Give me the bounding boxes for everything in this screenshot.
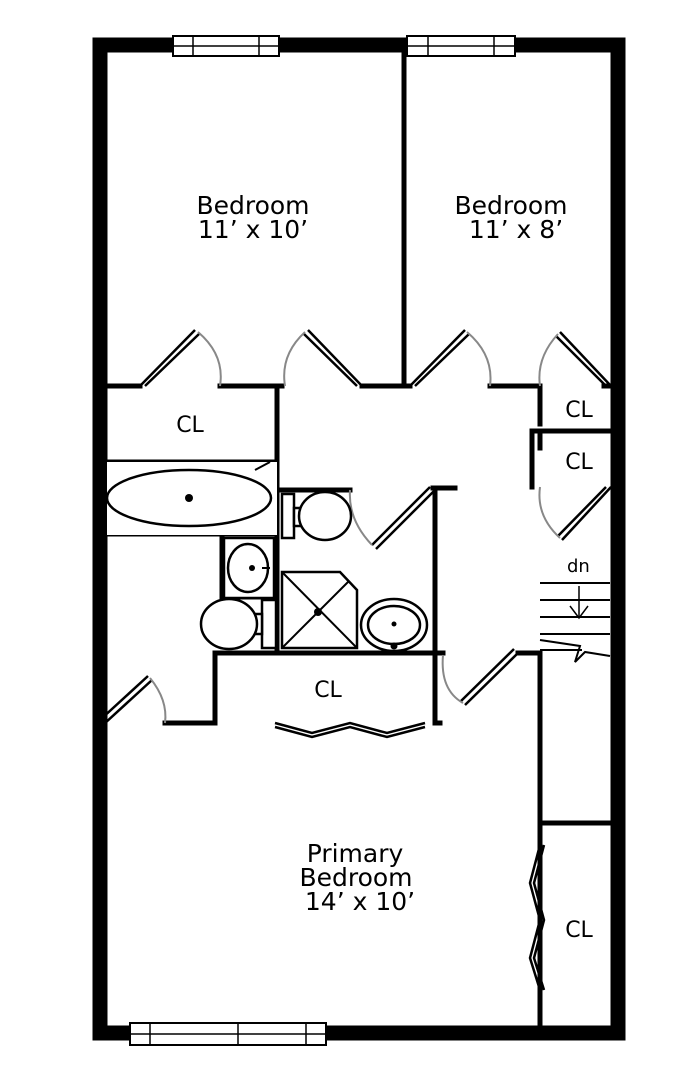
closet-label-primary: CL bbox=[565, 918, 593, 943]
bedroom-right-name: Bedroom bbox=[454, 191, 567, 220]
bathtub bbox=[105, 461, 277, 535]
sink-right bbox=[359, 597, 429, 653]
closet-label-right-lower: CL bbox=[565, 450, 593, 475]
window-top-left bbox=[172, 35, 280, 57]
door-closet-right-2 bbox=[538, 486, 612, 541]
shower bbox=[280, 570, 359, 650]
closet-label-right-upper: CL bbox=[565, 398, 593, 423]
door-bifold-closet bbox=[274, 721, 426, 739]
door-bath bbox=[348, 486, 435, 550]
window-top-right bbox=[406, 35, 516, 57]
stairs-label: dn bbox=[567, 556, 590, 577]
toilet-upper bbox=[280, 490, 353, 542]
door-bedroom-left-2 bbox=[283, 329, 363, 387]
bedroom-right-size: 11’ x 8’ bbox=[469, 215, 563, 244]
toilet-lower bbox=[199, 597, 278, 651]
bedroom-left-name: Bedroom bbox=[196, 191, 309, 220]
primary-bedroom-name-line2: Bedroom bbox=[299, 863, 412, 892]
sink-left bbox=[222, 536, 276, 600]
door-bedroom-left-1 bbox=[139, 329, 222, 387]
door-closet-right-1 bbox=[538, 331, 612, 387]
exterior-wall bbox=[92, 37, 626, 1041]
stairs bbox=[539, 582, 611, 663]
door-bifold-closet-right bbox=[528, 844, 546, 991]
primary-bedroom-size: 14’ x 10’ bbox=[305, 887, 415, 916]
bedroom-left-size: 11’ x 10’ bbox=[198, 215, 308, 244]
door-hall-lower bbox=[441, 648, 519, 706]
closet-label-bath: CL bbox=[314, 678, 342, 703]
primary-bedroom-name-line1: Primary bbox=[307, 839, 404, 868]
window-bottom bbox=[129, 1022, 327, 1046]
closet-label-left: CL bbox=[176, 413, 204, 438]
door-primary-bath bbox=[99, 675, 167, 725]
door-bedroom-right bbox=[409, 329, 492, 387]
